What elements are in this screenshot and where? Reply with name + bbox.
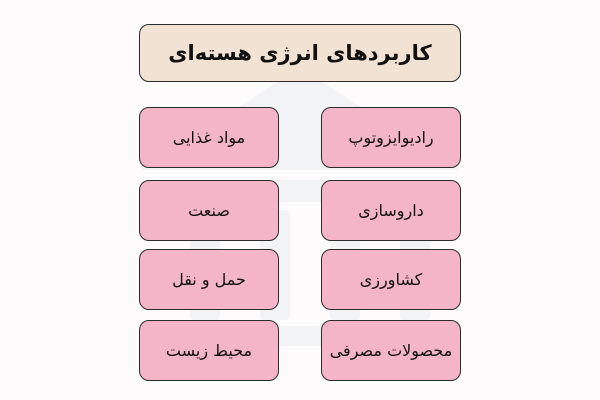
- node-radioisotope: رادیوایزوتوپ: [321, 107, 461, 168]
- node-transportation: حمل و نقل: [139, 249, 279, 310]
- node-food: مواد غذایی: [139, 107, 279, 168]
- node-agriculture: کشاورزی: [321, 249, 461, 310]
- diagram-title: کاربردهای انرژی هسته‌ای: [139, 24, 461, 82]
- node-industry: صنعت: [139, 180, 279, 241]
- node-environment: محیط زیست: [139, 320, 279, 381]
- node-pharmaceuticals: داروسازی: [321, 180, 461, 241]
- node-consumer-products: محصولات مصرفی: [321, 320, 461, 381]
